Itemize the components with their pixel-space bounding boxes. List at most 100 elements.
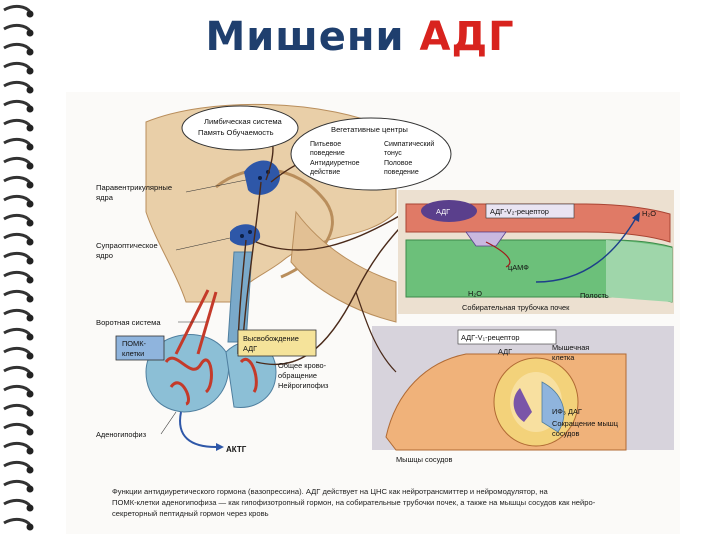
vessel-muscle-2: клетка (552, 353, 575, 362)
adh-release-text-2: АДГ (243, 344, 257, 353)
caption-line-2: ПОМК-клетки аденогипофиза — как гипофизо… (112, 498, 596, 507)
label-supraoptic-1: Супраоптическое (96, 241, 158, 250)
binding-ring (3, 61, 32, 70)
kidney-panel: АДГ АДГ-V₂-рецептор H₂O цАМФ H₂O Полость… (398, 190, 674, 314)
label-acth: АКТГ (226, 445, 247, 454)
title-part-1: Мишени (205, 14, 405, 60)
binding-ring (3, 99, 32, 108)
binding-hole (26, 485, 34, 493)
binding-hole (26, 200, 34, 208)
autonomic-item-1: Питьевое (310, 141, 341, 148)
binding-ring (3, 213, 32, 222)
binding-ring (3, 251, 32, 260)
tubule-lumen (606, 240, 672, 302)
vessel-label: Мышцы сосудов (396, 455, 452, 464)
label-portal-system: Воротная система (96, 318, 161, 327)
spiral-binding (3, 4, 34, 531)
label-paraventricular-1: Паравентрикулярные (96, 183, 172, 192)
muscle-cell-shape (541, 381, 565, 433)
binding-ring (3, 137, 32, 146)
binding-hole (26, 466, 34, 474)
binding-ring (3, 517, 32, 526)
figure-panel: Лимбическая система Память Обучаемость В… (66, 92, 680, 534)
binding-ring (3, 4, 32, 13)
adh-release-box (237, 329, 317, 357)
autonomic-item-6: тонус (384, 150, 402, 157)
adh-release-text-1: Высвобождение (243, 334, 299, 343)
autonomic-item-3: Антидиуретное (310, 160, 360, 167)
binding-ring (3, 23, 32, 32)
v1-receptor-shape (513, 388, 532, 422)
v1-receptor-box (457, 329, 557, 345)
limbic-bubble (181, 105, 299, 151)
binding-hole (26, 276, 34, 284)
binding-hole (26, 105, 34, 113)
caption-line-1: Функции антидиуретического гормона (вазо… (112, 487, 548, 496)
binding-ring (3, 441, 32, 450)
figure-caption: Функции антидиуретического гормона (вазо… (112, 486, 672, 519)
pomc-text-1: ПОМК- (122, 339, 147, 348)
vessel-ip3: ИФ₃ ДАГ (552, 407, 582, 416)
binding-hole (26, 257, 34, 265)
binding-ring (3, 422, 32, 431)
acth-arrow (179, 411, 217, 448)
binding-hole (26, 238, 34, 246)
v2-receptor: АДГ-V₂-рецептор (490, 207, 549, 216)
binding-hole (26, 295, 34, 303)
binding-ring (3, 498, 32, 507)
binding-ring (3, 460, 32, 469)
autonomic-title: Вегетативные центры (331, 125, 408, 134)
label-neurohypophysis: Нейрогипофиз (278, 381, 329, 390)
binding-hole (26, 10, 34, 18)
binding-hole (26, 390, 34, 398)
binding-hole (26, 314, 34, 322)
caption-line-3: секреторный пептидный гормон через кровь (112, 509, 269, 518)
label-circulation-1: Общее крово- (278, 361, 327, 370)
pomc-text-2: клетки (122, 349, 144, 358)
adh-diagram: Лимбическая система Память Обучаемость В… (66, 92, 680, 534)
binding-ring (3, 80, 32, 89)
kidney-adh-oval (421, 200, 477, 222)
binding-hole (26, 67, 34, 75)
kidney-h2o-right: H₂O (642, 209, 656, 218)
binding-ring (3, 232, 32, 241)
label-adenohypophysis: Аденогипофиз (96, 430, 147, 439)
binding-ring (3, 42, 32, 51)
v2-receptor-shape (465, 231, 507, 247)
binding-ring (3, 156, 32, 165)
title-part-2: АДГ (419, 14, 515, 60)
binding-hole (26, 219, 34, 227)
binding-hole (26, 181, 34, 189)
limbic-text-2: Память Обучаемость (198, 128, 274, 137)
page-title: Мишени АДГ (0, 14, 720, 60)
binding-ring (3, 270, 32, 279)
binding-hole (26, 523, 34, 531)
vessel-contraction-2: сосудов (552, 429, 579, 438)
binding-hole (26, 428, 34, 436)
autonomic-item-5: Симпатический (384, 140, 434, 148)
kidney-camp: цАМФ (508, 263, 529, 272)
binding-ring (3, 346, 32, 355)
binding-ring (3, 289, 32, 298)
binding-hole (26, 504, 34, 512)
label-circulation-2: обращение (278, 371, 317, 380)
binding-hole (26, 124, 34, 132)
v1-receptor: АДГ-V₁-рецептор (461, 333, 520, 342)
autonomic-item-2: поведение (310, 150, 345, 157)
label-paraventricular-2: ядра (96, 193, 114, 202)
binding-hole (26, 333, 34, 341)
binding-ring (3, 365, 32, 374)
binding-ring (3, 175, 32, 184)
kidney-adh: АДГ (436, 207, 450, 216)
binding-hole (26, 409, 34, 417)
binding-ring (3, 384, 32, 393)
binding-hole (26, 29, 34, 37)
binding-hole (26, 371, 34, 379)
adenohypophysis (145, 334, 230, 413)
binding-ring (3, 308, 32, 317)
binding-hole (26, 143, 34, 151)
paraventricular-nucleus (244, 160, 280, 195)
binding-ring (3, 403, 32, 412)
pomc-box (115, 335, 165, 361)
label-supraoptic-2: ядро (96, 251, 113, 260)
